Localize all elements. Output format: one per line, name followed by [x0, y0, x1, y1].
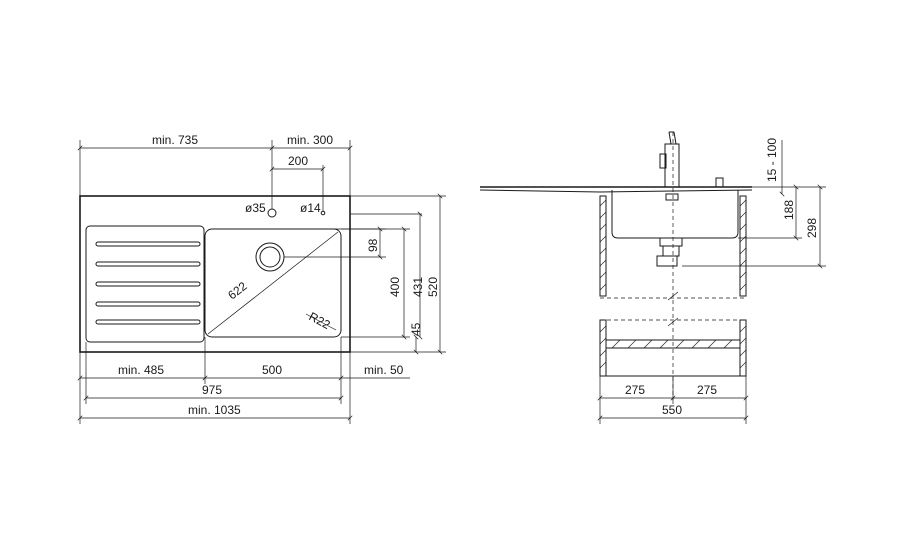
drainer-groove: [95, 281, 201, 287]
dim-550: 550: [662, 403, 682, 417]
tap-spout: [673, 131, 677, 145]
dim-275-right: 275: [697, 383, 717, 397]
drainer-groove: [95, 261, 201, 267]
cabinet-wall-left: [599, 195, 607, 297]
drainer-grooves: [95, 241, 201, 325]
tap-body: [664, 143, 680, 188]
bowl-section: [611, 190, 739, 239]
shelf-hatching: [611, 339, 733, 349]
hole-35-label: ø35: [245, 201, 266, 215]
dim-400: 400: [388, 277, 402, 297]
overflow: [665, 193, 679, 201]
waste-body: [659, 237, 683, 247]
dim-min-485: min. 485: [118, 363, 164, 377]
dim-min-300: min. 300: [287, 133, 333, 147]
trap: [656, 255, 678, 267]
radius-label: R22: [307, 309, 333, 332]
cabinet-wall-left-lower: [599, 319, 607, 377]
dim-188: 188: [782, 200, 796, 220]
accessory: [715, 177, 724, 188]
waste-inner: [259, 246, 281, 268]
section-view: 15 - 100 188 298 275 275 550: [479, 131, 826, 424]
tap-lever: [659, 153, 667, 169]
dim-298: 298: [805, 218, 819, 238]
sink-outline: [79, 195, 351, 353]
hatching: [599, 199, 747, 369]
dim-45: 45: [409, 322, 423, 336]
dim-min-50: min. 50: [364, 363, 404, 377]
dim-275-left: 275: [625, 383, 645, 397]
hole-14-label: ø14: [300, 201, 321, 215]
waste-neck: [662, 245, 680, 257]
drainer-area: [85, 225, 205, 343]
plan-view: 622 R22 min. 735 min. 300 200 ø35 ø14 98…: [77, 133, 446, 424]
drainer-groove: [95, 301, 201, 307]
cabinet-wall-right-lower: [739, 319, 747, 377]
dim-min-1035: min. 1035: [188, 403, 241, 417]
drainer-underside: [479, 189, 601, 193]
dim-431: 431: [411, 277, 425, 297]
drainer-groove: [95, 241, 201, 247]
counter-underside: [599, 189, 753, 193]
diagonal-622-label: 622: [225, 279, 250, 303]
dim-520: 520: [426, 277, 440, 297]
dim-min-735: min. 735: [152, 133, 198, 147]
dim-98: 98: [366, 238, 380, 252]
dim-15-100: 15 - 100: [765, 138, 779, 182]
tap-hole-35: [267, 208, 277, 218]
cabinet-shelf: [605, 339, 741, 349]
dim-975: 975: [202, 383, 222, 397]
tap: [659, 131, 724, 188]
bowl-outline: [204, 228, 342, 338]
tap-spout: [668, 131, 672, 145]
cabinet-wall-right: [739, 195, 747, 297]
drainer-groove: [95, 319, 201, 325]
dim-200: 200: [288, 154, 308, 168]
tap-hole-14: [320, 210, 326, 216]
radius-leader: [305, 313, 337, 331]
dim-500: 500: [262, 363, 282, 377]
diagonal-622-line: [207, 231, 339, 335]
